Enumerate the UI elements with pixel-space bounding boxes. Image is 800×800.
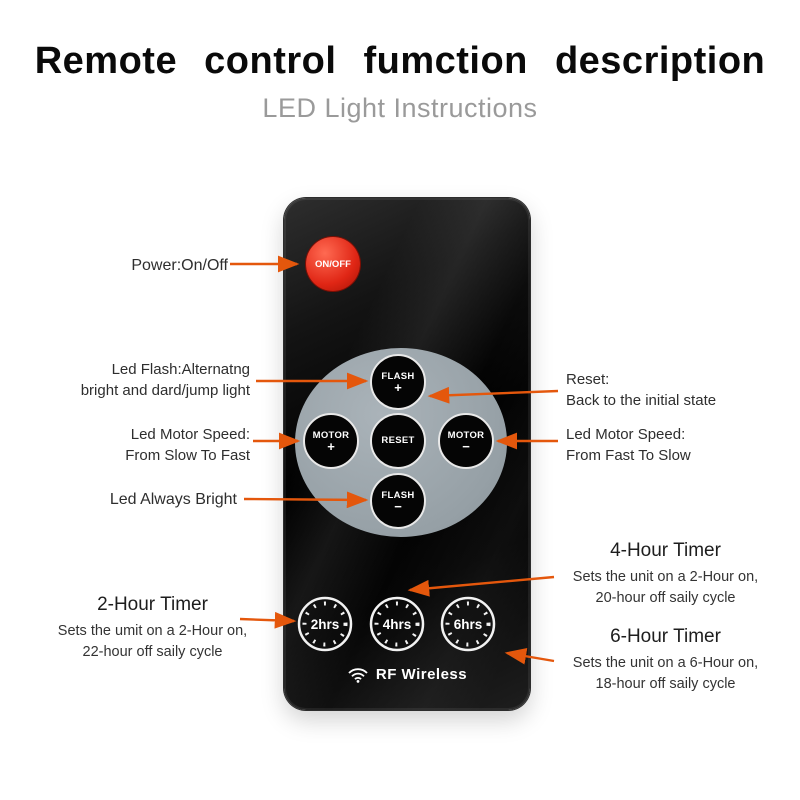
motor-plus-button: MOTOR + (303, 413, 359, 469)
timer-description: Sets the unit on a 6-Hour on, 18-hour of… (572, 655, 759, 693)
annotation-line: Led Motor Speed: (130, 426, 250, 443)
reset-label: RESET (381, 435, 415, 446)
timer-4hrs-button: 4hrs (368, 595, 426, 653)
timer-2hrs-button: 2hrs (296, 595, 354, 653)
clock-dial-icon: 4hrs (369, 596, 425, 652)
svg-text:2hrs: 2hrs (311, 617, 340, 632)
annotation-line: Reset: (566, 371, 610, 388)
page-subtitle: LED Light Instructions (262, 93, 538, 123)
minus-sign: − (394, 498, 402, 514)
annotation-line: bright and dard/jump light (80, 382, 250, 399)
timer-heading: 6-Hour Timer (610, 626, 721, 647)
minus-sign: − (462, 438, 470, 454)
annotation-line: Back to the initial state (566, 392, 717, 409)
flash-plus-label: FLASH (381, 370, 415, 382)
timer-description: Sets the umit on a 2-Hour on, 22-hour of… (57, 623, 248, 661)
timer-description: Sets the unit on a 2-Hour on, 20-hour of… (572, 569, 759, 607)
wifi-icon (348, 668, 368, 683)
page-title: Remote control fumction description (34, 40, 766, 82)
annotation-line: Led Flash:Alternatng (111, 361, 250, 378)
annotation-4-hour-timer: 4-Hour Timer Sets the unit on a 2-Hour o… (548, 540, 783, 609)
annotation-2-hour-timer: 2-Hour Timer Sets the umit on a 2-Hour o… (30, 594, 275, 663)
flash-plus-button: FLASH + (370, 354, 426, 410)
motor-minus-button: MOTOR − (438, 413, 494, 469)
plus-sign: + (327, 438, 335, 454)
annotation-line: Led Motor Speed: (566, 426, 686, 443)
annotation-led-flash: Led Flash:Alternatng bright and dard/jum… (38, 359, 250, 401)
clock-dial-icon: 2hrs (297, 596, 353, 652)
clock-dial-icon: 6hrs (440, 596, 496, 652)
flash-minus-label: FLASH (381, 489, 415, 501)
annotation-line: From Fast To Slow (566, 447, 691, 464)
remote-control-image: ON/OFF FLASH + MOTOR + RESET MOTOR − FLA… (284, 198, 530, 710)
annotation-motor-speed-right: Led Motor Speed: From Fast To Slow (566, 424, 781, 466)
flash-minus-button: FLASH − (370, 473, 426, 529)
brand-row: RF Wireless (284, 666, 530, 683)
plus-sign: + (394, 379, 402, 395)
timer-6hrs-button: 6hrs (439, 595, 497, 653)
rf-wireless-label: RF Wireless (375, 666, 468, 683)
reset-button: RESET (370, 413, 426, 469)
onoff-button: ON/OFF (306, 237, 360, 291)
motor-minus-label: MOTOR (447, 429, 485, 441)
annotation-reset: Reset: Back to the initial state (566, 369, 781, 411)
timer-heading: 4-Hour Timer (610, 540, 721, 561)
svg-text:6hrs: 6hrs (454, 617, 483, 632)
timer-heading: 2-Hour Timer (97, 594, 208, 615)
annotation-led-always-bright: Led Always Bright (109, 491, 237, 508)
annotation-line: From Slow To Fast (125, 447, 250, 464)
annotation-6-hour-timer: 6-Hour Timer Sets the unit on a 6-Hour o… (548, 626, 783, 695)
svg-text:4hrs: 4hrs (383, 617, 412, 632)
annotation-power: Power:On/Off (131, 257, 228, 274)
motor-plus-label: MOTOR (312, 429, 350, 441)
annotation-motor-speed-left: Led Motor Speed: From Slow To Fast (38, 424, 250, 466)
